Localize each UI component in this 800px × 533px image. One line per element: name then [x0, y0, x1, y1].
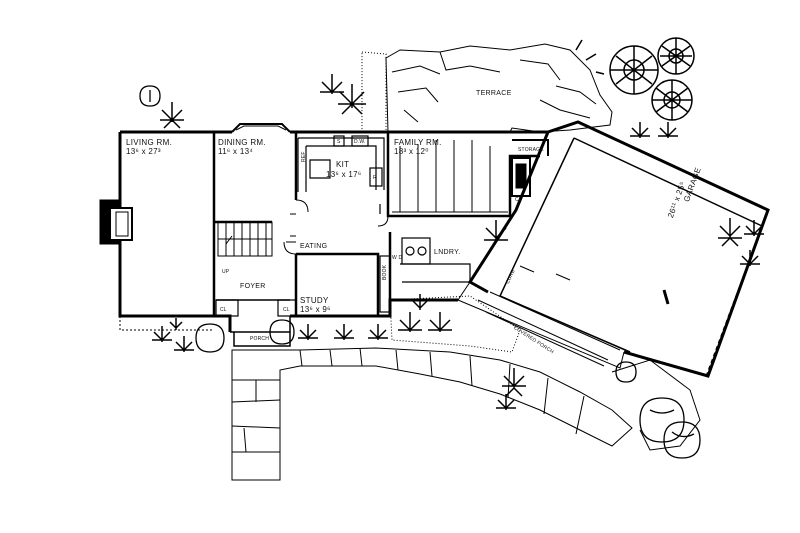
family-room-floor	[392, 140, 508, 213]
garage	[457, 120, 770, 378]
closet-label-study: CL	[283, 307, 290, 313]
sink-label: S	[337, 139, 341, 145]
laundry	[379, 237, 471, 313]
eating-name: EATING	[300, 243, 328, 250]
walls	[99, 123, 549, 347]
terrace-name: TERRACE	[476, 90, 512, 97]
dining-bay	[231, 123, 291, 133]
kitchen-dimensions: 13⁶ x 17⁶	[326, 170, 362, 179]
study-name: STUDY	[300, 296, 329, 305]
kitchen-counters	[297, 135, 385, 214]
dishwasher-label: D.W.	[354, 139, 366, 145]
range-label: R	[373, 175, 377, 181]
living-room-dimensions: 13⁶ x 27³	[126, 147, 161, 156]
landscape	[231, 43, 701, 481]
kitchen-name: KIT	[336, 160, 350, 169]
closet	[277, 299, 297, 317]
doors	[119, 199, 389, 331]
book-shelves-label: BOOK	[382, 264, 388, 280]
dining-room-dimensions: 11⁶ x 13⁴	[218, 147, 254, 156]
fireplace	[99, 199, 133, 245]
dining-room-name: DINING RM.	[218, 138, 266, 147]
storage-name: STORAGE	[518, 147, 544, 153]
study-dimensions: 13⁶ x 9⁶	[300, 305, 331, 314]
garage-wall	[467, 120, 770, 378]
foyer-name: FOYER	[240, 283, 266, 290]
stair-up-label: UP	[222, 269, 230, 275]
living-room-name: LIVING RM.	[126, 138, 173, 147]
family-room-dimensions: 18³ x 12⁰	[394, 147, 429, 156]
tree-cluster	[575, 37, 695, 121]
shrub	[152, 74, 764, 410]
planting-bed-left	[361, 51, 387, 133]
closet	[215, 299, 239, 317]
family-fireplace	[511, 157, 531, 197]
porch-name: PORCH	[250, 336, 270, 342]
laundry-name: LNDRY.	[434, 249, 461, 256]
closet-label-foyer: CL	[220, 307, 227, 313]
terrace-paving	[385, 43, 613, 133]
exterior-wall	[118, 130, 548, 332]
front-walk	[231, 347, 633, 481]
closet-label-family: CL	[515, 197, 522, 203]
family-room-name: FAMILY RM.	[394, 138, 442, 147]
washer-dryer-label: W D	[392, 255, 403, 261]
refrigerator-label: REF	[301, 151, 307, 162]
stair	[217, 221, 273, 257]
